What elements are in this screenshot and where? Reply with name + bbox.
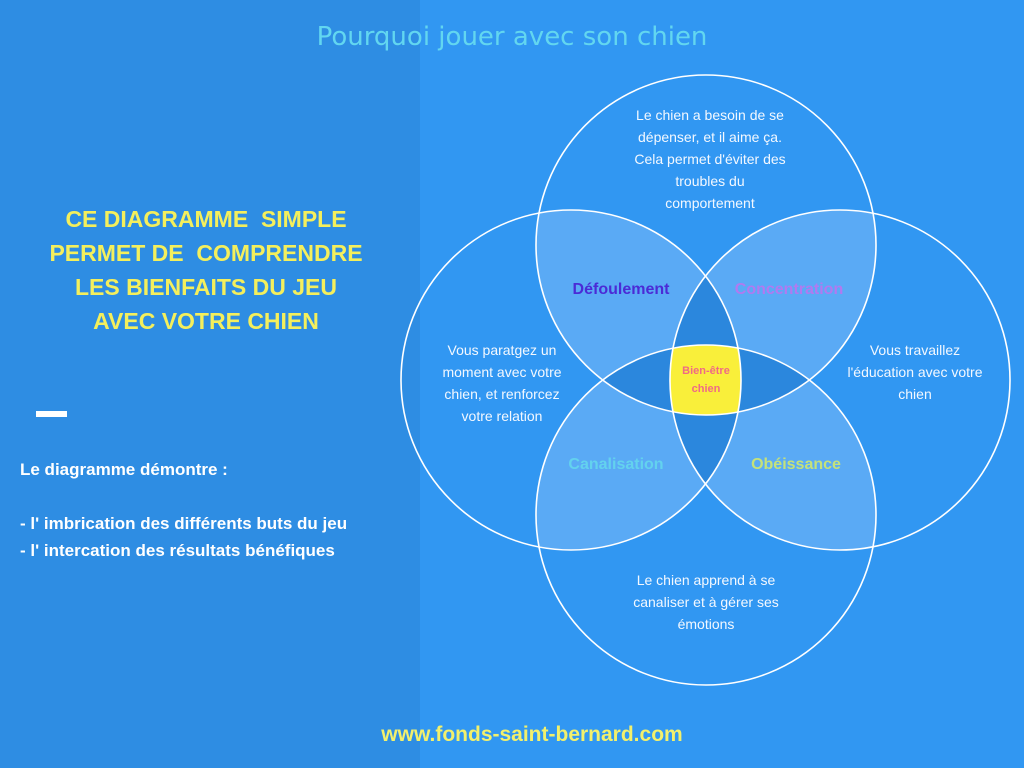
text-line: moment avec votre (442, 364, 562, 380)
explanation-item: - l' imbrication des différents buts du … (20, 514, 348, 533)
headline-line: PERMET DE COMPRENDRE (49, 240, 363, 266)
headline-line: CE DIAGRAMME SIMPLE (65, 206, 347, 232)
text-line: Le chien a besoin de se (636, 107, 784, 123)
text-line: Vous travaillez (869, 342, 961, 358)
label-obeissance: Obéissance (751, 456, 841, 473)
text-line: dépenser, et il aime ça. (638, 129, 782, 145)
circle-top-text: Le chien a besoin de se dépenser, et il … (600, 104, 820, 214)
label-concentration: Concentration (734, 281, 844, 298)
headline-line: LES BIENFAITS DU JEU (75, 274, 337, 300)
text-line: comportement (665, 195, 755, 211)
circle-top (535, 74, 877, 416)
circle-right (669, 209, 1011, 551)
text-line: Cela permet d'éviter des (634, 151, 786, 167)
text-line: chien, et renforcez (444, 386, 560, 402)
circle-bottom-text: Le chien apprend à se canaliser et à gér… (596, 569, 816, 635)
explanation: Le diagramme démontre : - l' imbrication… (20, 456, 347, 564)
headline-line: AVEC VOTRE CHIEN (93, 308, 319, 334)
divider-dash (36, 411, 67, 417)
text-line: émotions (677, 616, 735, 632)
text-line: l'éducation avec votre (847, 364, 983, 380)
headline: CE DIAGRAMME SIMPLE PERMET DE COMPRENDRE… (0, 202, 412, 338)
center-label-line: Bien-être (682, 365, 730, 377)
left-panel (0, 0, 420, 768)
circle-left-text: Vous paratgez un moment avec votre chien… (412, 339, 592, 427)
explanation-heading: Le diagramme démontre : (20, 460, 228, 479)
circle-left (400, 209, 742, 551)
explanation-item: - l' intercation des résultats bénéfique… (20, 541, 335, 560)
center-label: Bien-être chien (671, 350, 741, 410)
center-label-line: chien (691, 383, 721, 395)
text-line: votre relation (461, 408, 543, 424)
text-line: Vous paratgez un (447, 342, 557, 358)
circle-bottom (535, 344, 877, 686)
circle-right-text: Vous travaillez l'éducation avec votre c… (825, 339, 1005, 405)
label-defoulement: Défoulement (572, 281, 670, 298)
website-link[interactable]: www.fonds-saint-bernard.com (381, 723, 683, 746)
text-line: chien (898, 386, 932, 402)
text-line: troubles du (675, 173, 745, 189)
page-title: Pourquoi jouer avec son chien (316, 22, 708, 52)
label-canalisation: Canalisation (568, 456, 664, 473)
text-line: canaliser et à gérer ses (633, 594, 779, 610)
text-line: Le chien apprend à se (636, 572, 776, 588)
